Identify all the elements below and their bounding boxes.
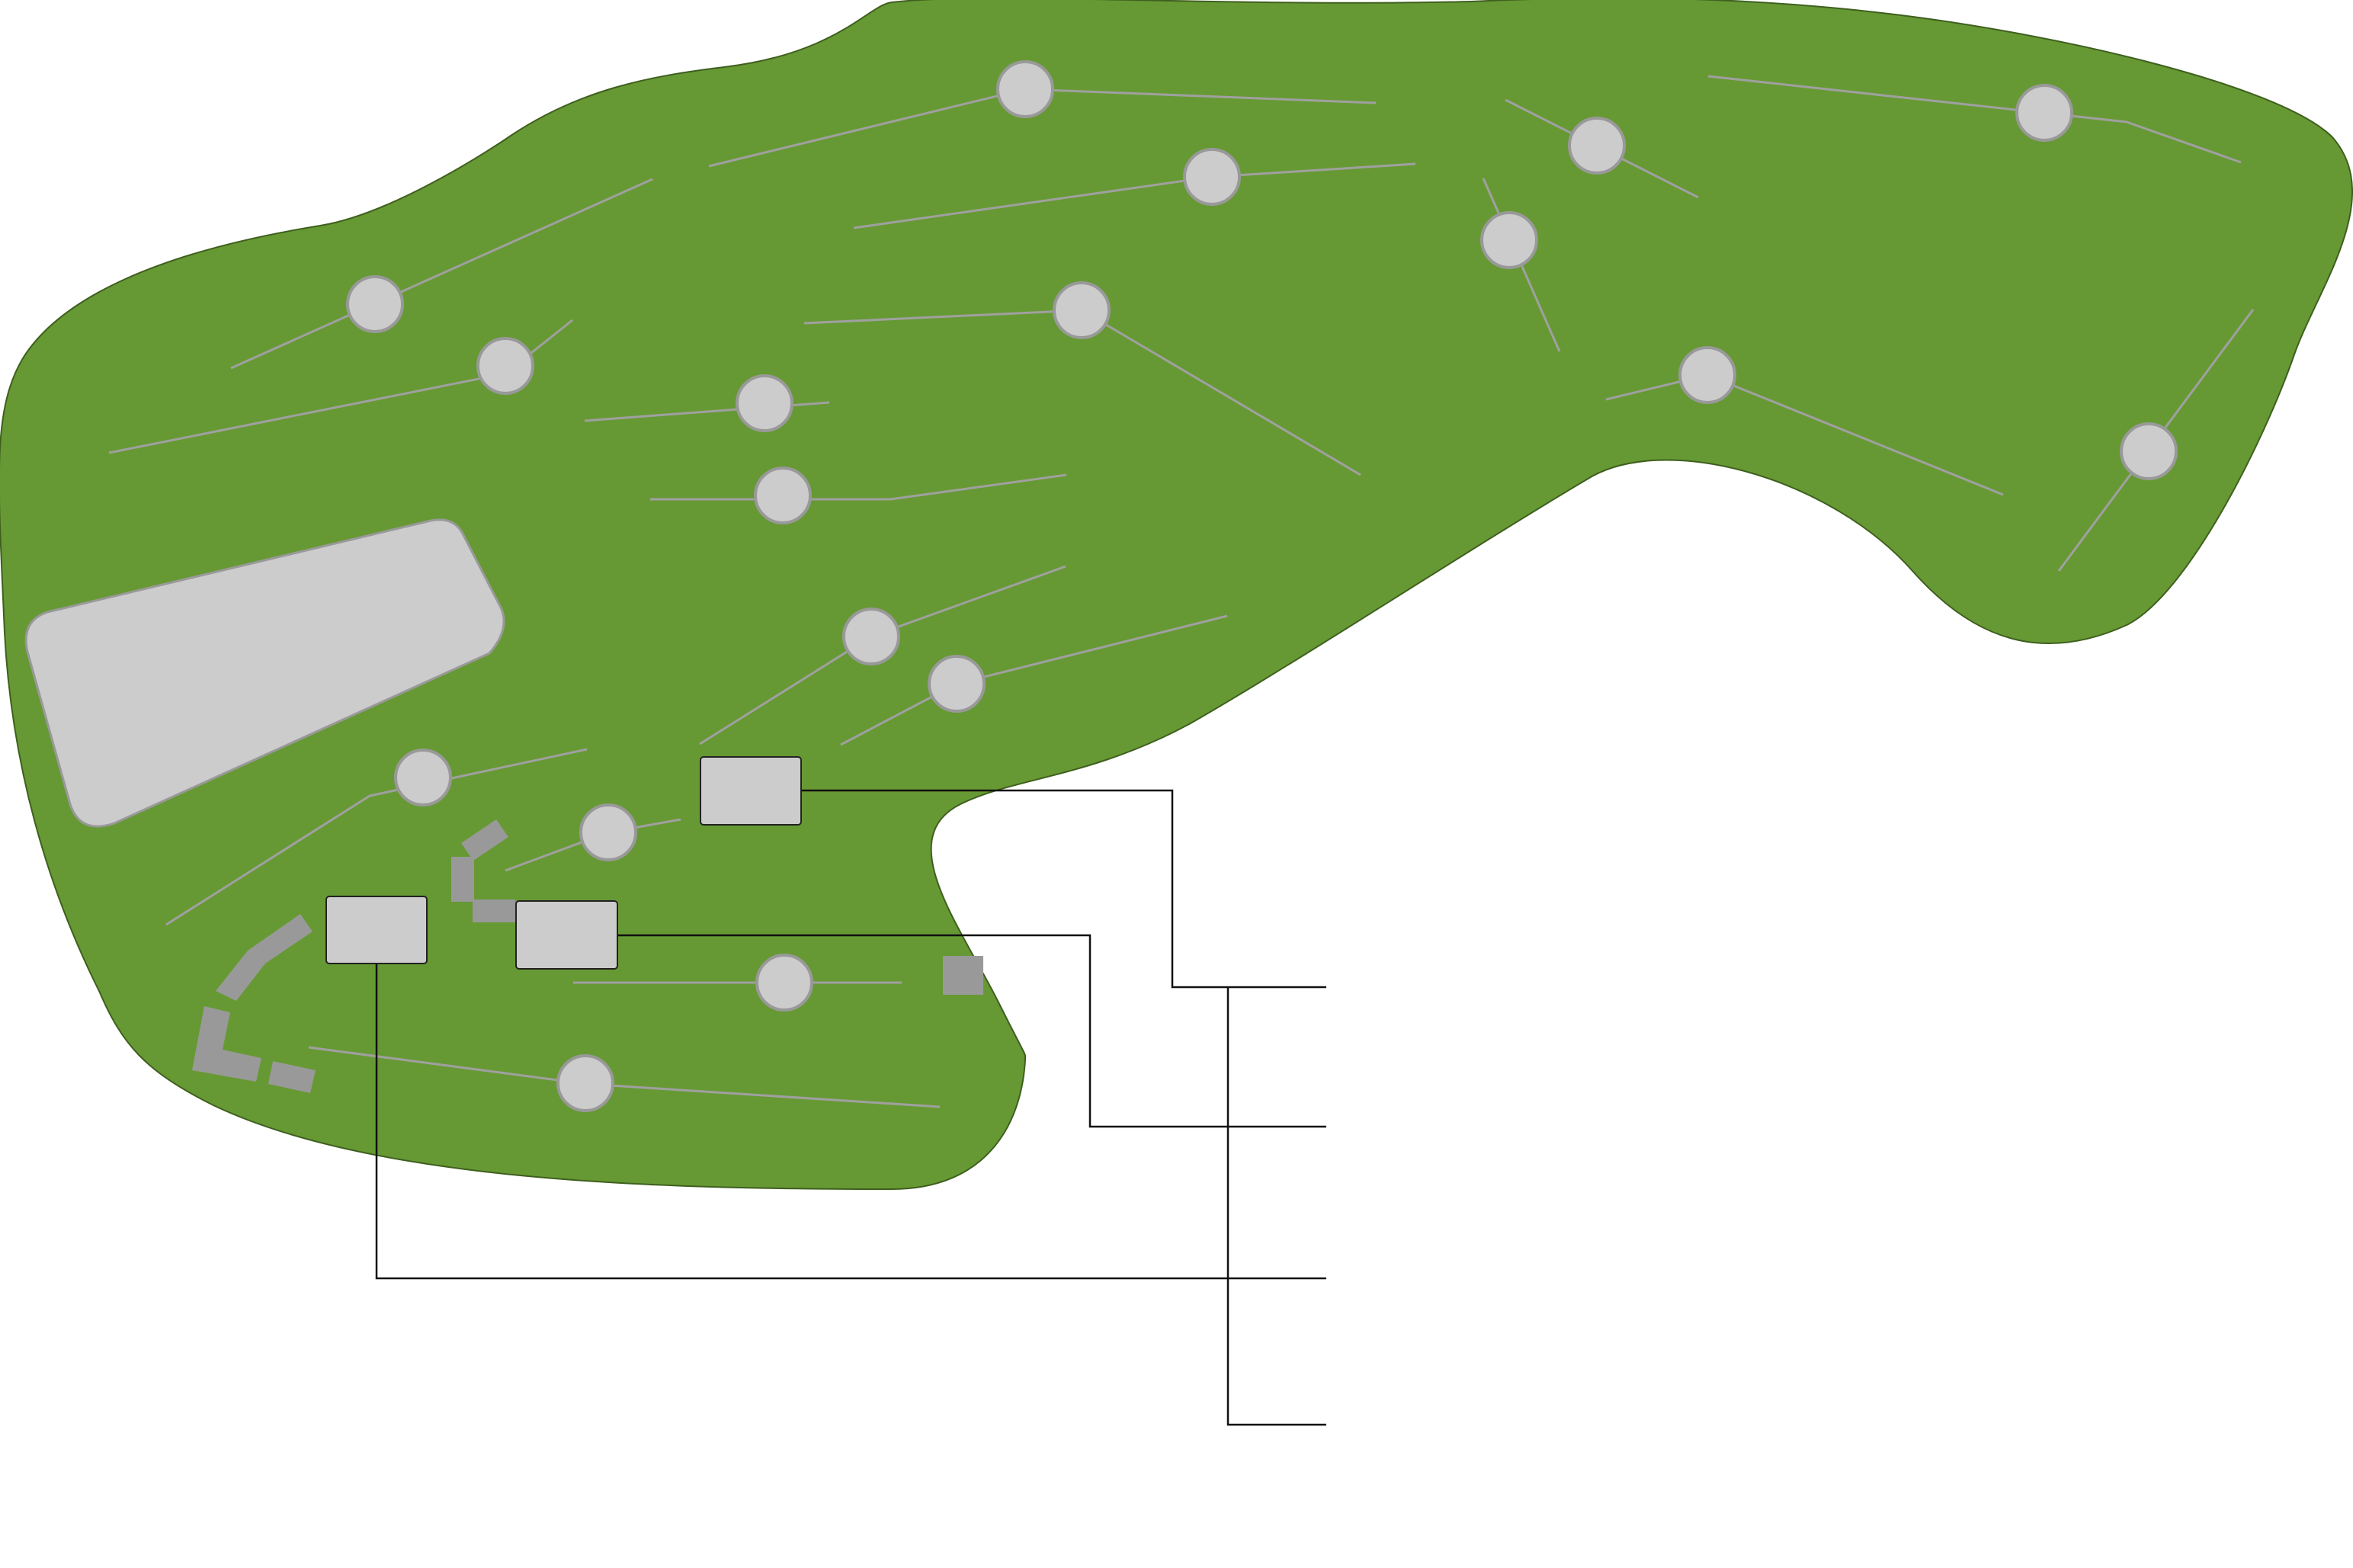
building-bar xyxy=(473,899,515,922)
node-circle xyxy=(755,954,813,1012)
node-circle xyxy=(736,374,793,432)
leader-line xyxy=(375,964,1326,1280)
box-upper xyxy=(700,756,802,826)
land-area xyxy=(0,0,2353,1191)
node-circle xyxy=(1678,346,1736,404)
leader-lines xyxy=(375,789,1326,1426)
node-circle xyxy=(1568,117,1626,175)
node-circle xyxy=(556,1054,614,1112)
node-circle xyxy=(346,275,404,333)
node-circle xyxy=(2015,84,2073,142)
box-left xyxy=(325,896,428,964)
leader-line xyxy=(802,789,1326,989)
node-circle xyxy=(996,60,1054,118)
branch-line xyxy=(1707,75,2242,164)
nodes-group xyxy=(346,60,2178,1112)
buildings-group xyxy=(192,819,983,1093)
box-middle xyxy=(515,900,618,970)
building-bar xyxy=(461,819,508,861)
boxes-group xyxy=(325,756,802,970)
field-area xyxy=(24,518,505,828)
node-circle xyxy=(476,337,534,395)
branch-line xyxy=(230,178,653,370)
node-circle xyxy=(394,749,452,806)
node-circle xyxy=(579,803,637,861)
node-circle xyxy=(1183,148,1241,206)
leader-line xyxy=(1226,987,1326,1426)
building-bar xyxy=(451,857,474,902)
node-circle xyxy=(2120,422,2178,480)
node-circle xyxy=(1480,211,1538,269)
leader-line xyxy=(617,934,1326,1128)
building-bar xyxy=(192,1006,261,1082)
node-circle xyxy=(754,467,812,524)
branch-line xyxy=(165,748,588,926)
node-circle xyxy=(842,608,900,665)
building-bar xyxy=(268,1061,316,1093)
node-circle xyxy=(928,655,986,713)
branch-line xyxy=(650,473,1067,501)
node-circle xyxy=(1053,281,1111,339)
building-square xyxy=(943,956,983,995)
building-bar xyxy=(216,914,313,1001)
